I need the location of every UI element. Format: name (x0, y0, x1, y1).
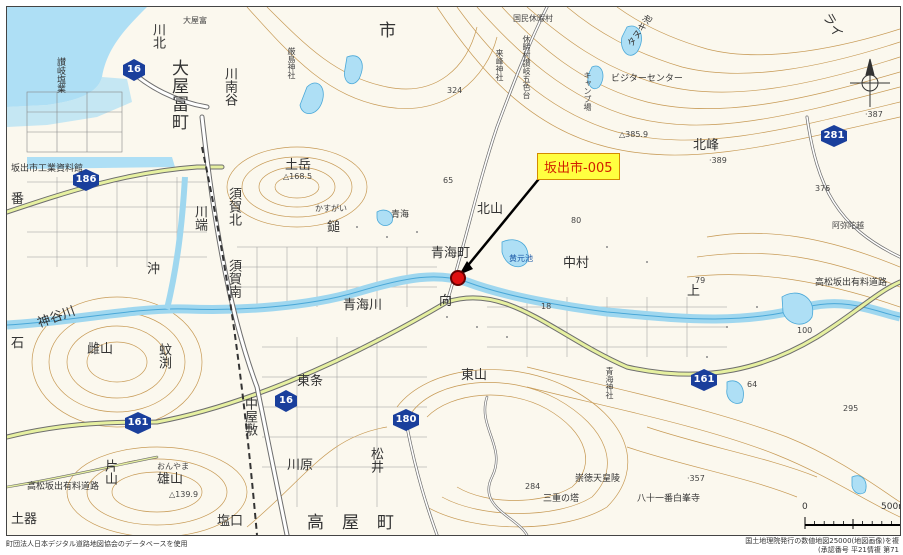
label-oyama-kana: おんやま (157, 462, 189, 471)
scale-bar: 0 500m (797, 499, 900, 533)
label-higashiyama: 東山 (461, 368, 488, 383)
label-ishi: 石 (11, 336, 25, 351)
label-kitayama: 北山 (477, 202, 504, 217)
location-callout[interactable]: 坂出市-005 (537, 153, 620, 180)
elev-18: 18 (541, 302, 552, 311)
ponds (299, 25, 867, 495)
label-visitor-center: ビジターセンター (611, 74, 683, 84)
route-shield-16-north: 16 (123, 59, 145, 81)
elev-79: 79 (695, 276, 706, 285)
label-sugakita: 須賀北 (226, 187, 241, 226)
label-aomi-jinja: 青海神社 (605, 367, 614, 399)
label-kanbuchi: 蚊渕 (156, 343, 171, 369)
label-kyukamura-sanuki: 休暇村讃岐五色台 (522, 35, 531, 99)
label-ban: 番 (11, 192, 25, 207)
label-kokumin-kyukamura: 国民休暇村 (513, 14, 553, 23)
label-oyama: 雄山 (157, 472, 184, 487)
sea-area (7, 7, 147, 107)
label-kawaminami-dani: 川南谷 (222, 67, 237, 106)
label-aomi-gawa: 青海川 (343, 298, 383, 313)
contours (31, 7, 900, 535)
label-sannomaru: 三重の塔 (543, 494, 580, 504)
label-shi: 市 (379, 21, 397, 41)
industrial-grid (26, 91, 123, 153)
elev-324: 324 (447, 86, 463, 95)
label-ooyatomi: 大屋富 (183, 16, 207, 25)
route-shield-16-south: 16 (275, 390, 297, 412)
elev-376: 376 (815, 184, 831, 193)
elev-357: ·357 (687, 474, 705, 483)
compass-icon (850, 58, 890, 107)
label-hachiju: 八十一番白峯寺 (637, 494, 701, 504)
roads (7, 7, 900, 535)
contour-100: 100 (797, 326, 813, 335)
footer-credit-right-2: (承認番号 平21情複 第71 (818, 546, 899, 554)
label-tsuchidake: 土岳 (285, 158, 312, 173)
elev-139: △139.9 (169, 490, 199, 499)
farmland-grid (27, 177, 727, 507)
elev-387: ·387 (865, 110, 883, 119)
label-nakamura: 中村 (563, 256, 590, 271)
label-oki: 沖 (147, 262, 161, 277)
harbour-area (7, 77, 132, 127)
footer-credit-right-1: 国土地理院発行の数値地図25000(地図画像)を複 (745, 537, 899, 545)
route-shield-180: 180 (393, 409, 419, 431)
route-shield-161-east: 161 (691, 369, 717, 391)
label-raiho-jinja: 来峰神社 (495, 49, 504, 81)
label-omi-ike: 黄元池 (509, 254, 533, 263)
elev-385: △385.9 (619, 130, 649, 139)
elev-295: 295 (843, 404, 859, 413)
label-kawara: 川原 (287, 458, 314, 473)
label-toki: 土器 (11, 512, 38, 527)
elev-65: 65 (443, 176, 454, 185)
label-kawakita: 川北 (150, 23, 165, 49)
callout-arrow (464, 168, 548, 270)
location-marker[interactable] (450, 270, 466, 286)
label-sanuki-shiogyo: 讃岐塩業 (55, 57, 65, 93)
label-aomi-cho: 青海町 (431, 246, 471, 261)
elev-168: △168.5 (283, 172, 313, 181)
route-shield-186: 186 (73, 169, 99, 191)
label-aomi: 青海 (391, 210, 410, 220)
label-shioguchi: 塩口 (217, 514, 244, 529)
label-oyamachi: 大屋冨町 (168, 59, 188, 131)
canal (27, 157, 175, 169)
scale-max: 500m (881, 502, 900, 512)
label-camp: キャンプ場 (583, 71, 592, 111)
elev-284: 284 (525, 482, 541, 491)
label-sakaide-kogyo: 坂出市工業資料館 (11, 164, 84, 174)
footer-credit-right: 国土地理院発行の数値地図25000(地図画像)を複 (承認番号 平21情複 第7… (745, 537, 899, 555)
elev-389: ·389 (709, 156, 727, 165)
footer-credit-left: 町団法人日本デジタル道路地図協会のデータベースを使用 (6, 540, 188, 548)
label-takaya-cho: 高屋町 (307, 513, 412, 533)
label-kawabata: 川端 (192, 205, 207, 231)
label-nakaya-shiki: 中屋敷 (242, 397, 257, 436)
map-canvas[interactable]: 16 186 281 161 161 16 180 坂出市-005 市 国民休暇… (6, 6, 901, 536)
tributary (164, 176, 188, 310)
label-zuiyama: 雌山 (87, 342, 114, 357)
label-jo-uen: 鎚 (327, 220, 341, 235)
label-matsui: 松井 (368, 447, 383, 473)
elev-80: 80 (571, 216, 582, 225)
label-sutoku: 崇徳天皇陵 (575, 474, 621, 484)
label-takamatsu-road-east: 高松坂出有料道路 (815, 278, 888, 288)
label-hokuho: 北峰 (693, 138, 720, 153)
label-itsukushima: 厳島神社 (287, 47, 296, 79)
label-mukai: 向 (439, 294, 453, 309)
label-takamatsu-road-west: 高松坂出有料道路 (27, 482, 100, 492)
route-shield-281: 281 (821, 125, 847, 147)
label-tojo: 東条 (297, 374, 324, 389)
label-sugaminami: 須賀南 (226, 259, 241, 298)
scale-zero: 0 (802, 502, 808, 512)
route-shield-161-west: 161 (125, 412, 151, 434)
label-amida: 阿弥陀越 (832, 221, 864, 230)
label-ue: 上 (687, 284, 701, 299)
woodland-dots (356, 226, 758, 358)
label-katayama: 片山 (102, 459, 117, 485)
map-base (7, 7, 900, 535)
elev-64: 64 (747, 380, 758, 389)
label-kasugai: かすがい (315, 204, 347, 213)
